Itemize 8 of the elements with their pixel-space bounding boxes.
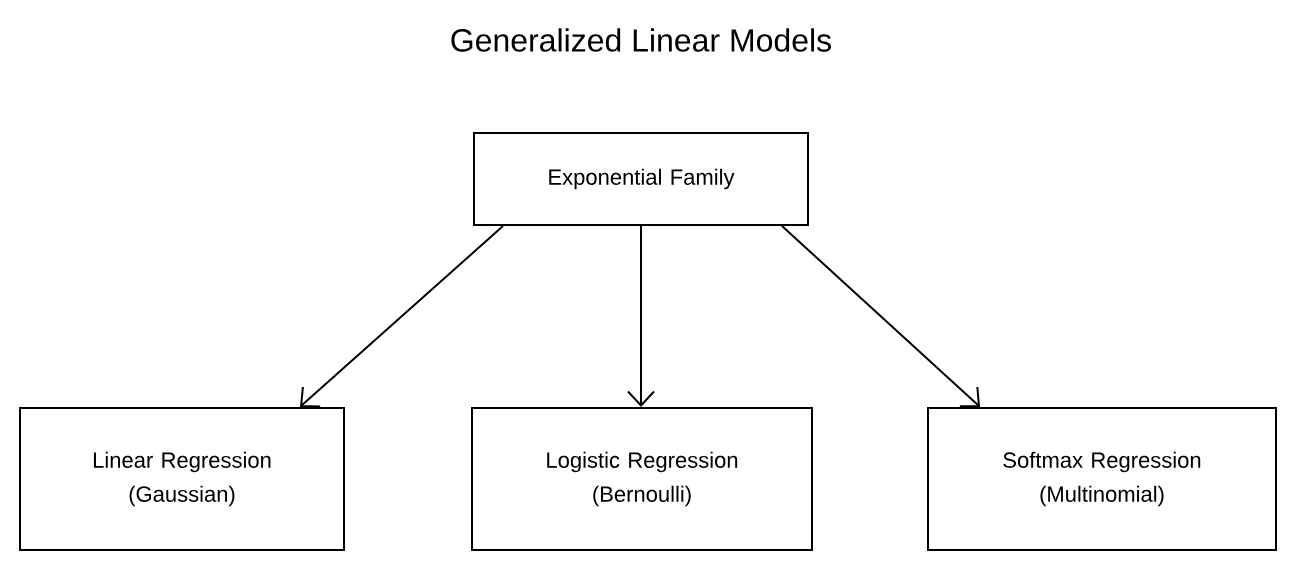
process-box: Softmax Regression (Multinomial) — [927, 407, 1277, 551]
process-box: Logistic Regression (Bernoulli) — [471, 407, 813, 551]
arrow — [627, 225, 655, 407]
arrow — [781, 225, 980, 408]
process-box: Linear Regression (Gaussian) — [19, 407, 345, 551]
diagram-title: Generalized Linear Models — [451, 28, 831, 52]
arrow — [300, 225, 504, 408]
process-box: Exponential Family — [473, 132, 809, 226]
